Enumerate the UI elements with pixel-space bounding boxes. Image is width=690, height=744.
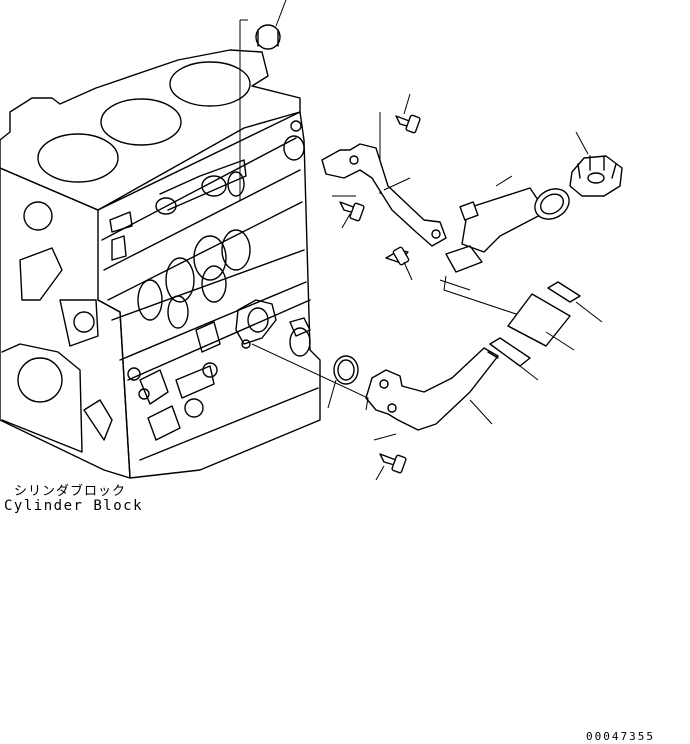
filler-neck-pipe [445,175,570,273]
bolt-bottom [375,453,407,481]
drawing-code: 00047355 [586,730,655,743]
radiator-cap [569,131,623,197]
blind-plug [255,0,287,50]
bolt-middle [339,201,365,229]
cylinder-block-label-jp: シリンダブロック [14,484,127,499]
bolt-lower-bracket [385,246,413,281]
pipe-bracket [321,143,447,247]
hose-clamp-upper [547,281,603,323]
bolt-upper [395,93,421,134]
o-ring [327,355,359,409]
cylinder-block [0,49,321,479]
water-pipe-lower [365,347,499,431]
cylinder-block-label-en: Cylinder Block [4,498,144,514]
rubber-hose [507,293,575,351]
hose-clamp-lower [489,337,539,381]
